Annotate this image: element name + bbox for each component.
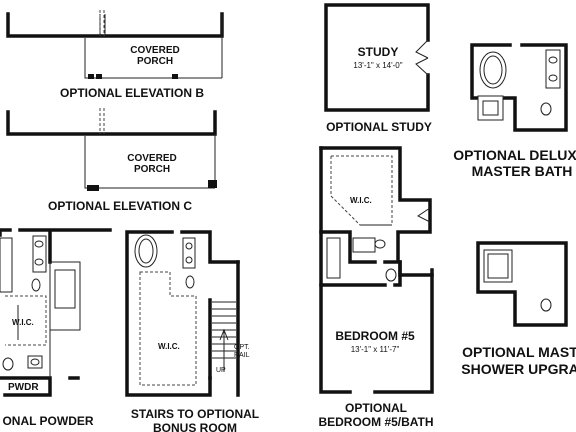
study-dims-label: 13'-1" x 14'-0": [353, 61, 402, 70]
opt-rail-label: OPT.: [234, 344, 250, 351]
covered-porch-b-label-2: PORCH: [137, 56, 173, 67]
bedroom5-name-label: BEDROOM #5: [335, 329, 415, 343]
powder-caption: ONAL POWDER: [2, 414, 93, 428]
study-caption: OPTIONAL STUDY: [326, 120, 432, 134]
deluxe-bath-plan: [470, 43, 568, 132]
bedroom5-caption-2: BEDROOM #5/BATH: [318, 415, 433, 429]
covered-porch-c-label-2: PORCH: [134, 164, 170, 175]
bedroom5-caption: OPTIONAL: [345, 401, 407, 415]
stairs-wic-label: W.I.C.: [158, 342, 180, 351]
opt-rail-label-2: RAIL: [234, 352, 250, 359]
shower-upgrade-caption-2: SHOWER UPGRA: [461, 361, 576, 377]
shower-upgrade-plan: [476, 241, 568, 327]
stairs-plan: W.I.C. UP OPT. RAIL: [125, 230, 250, 397]
powder-plan: W.I.C. PWDR: [0, 228, 112, 397]
covered-porch-c-label: COVERED: [127, 153, 176, 164]
bedroom5-dims-label: 13'-1" x 11'-7": [351, 345, 400, 354]
bedroom5-wic-label: W.I.C.: [350, 196, 372, 205]
up-label: UP: [216, 367, 226, 374]
stairs-caption-2: BONUS ROOM: [153, 421, 237, 432]
elevation-c-caption: OPTIONAL ELEVATION C: [48, 199, 192, 213]
deluxe-bath-caption-2: MASTER BATH: [472, 163, 573, 179]
study-name-label: STUDY: [358, 45, 399, 59]
study-plan: STUDY 13'-1" x 14'-0": [324, 3, 430, 112]
deluxe-bath-caption: OPTIONAL DELUX: [453, 147, 576, 163]
stairs-caption: STAIRS TO OPTIONAL: [131, 407, 259, 421]
bedroom5-plan: W.I.C. BEDROOM #5 13'-1" x 11'-7": [319, 146, 434, 394]
elevation-b-plan: COVERED PORCH: [6, 10, 224, 79]
pwdr-label: PWDR: [8, 382, 39, 393]
elevation-b-caption: OPTIONAL ELEVATION B: [60, 86, 204, 100]
shower-upgrade-caption: OPTIONAL MAST: [462, 344, 576, 360]
covered-porch-b-label: COVERED: [130, 45, 179, 56]
elevation-c-plan: COVERED PORCH: [6, 108, 217, 191]
powder-wic-label: W.I.C.: [12, 318, 34, 327]
